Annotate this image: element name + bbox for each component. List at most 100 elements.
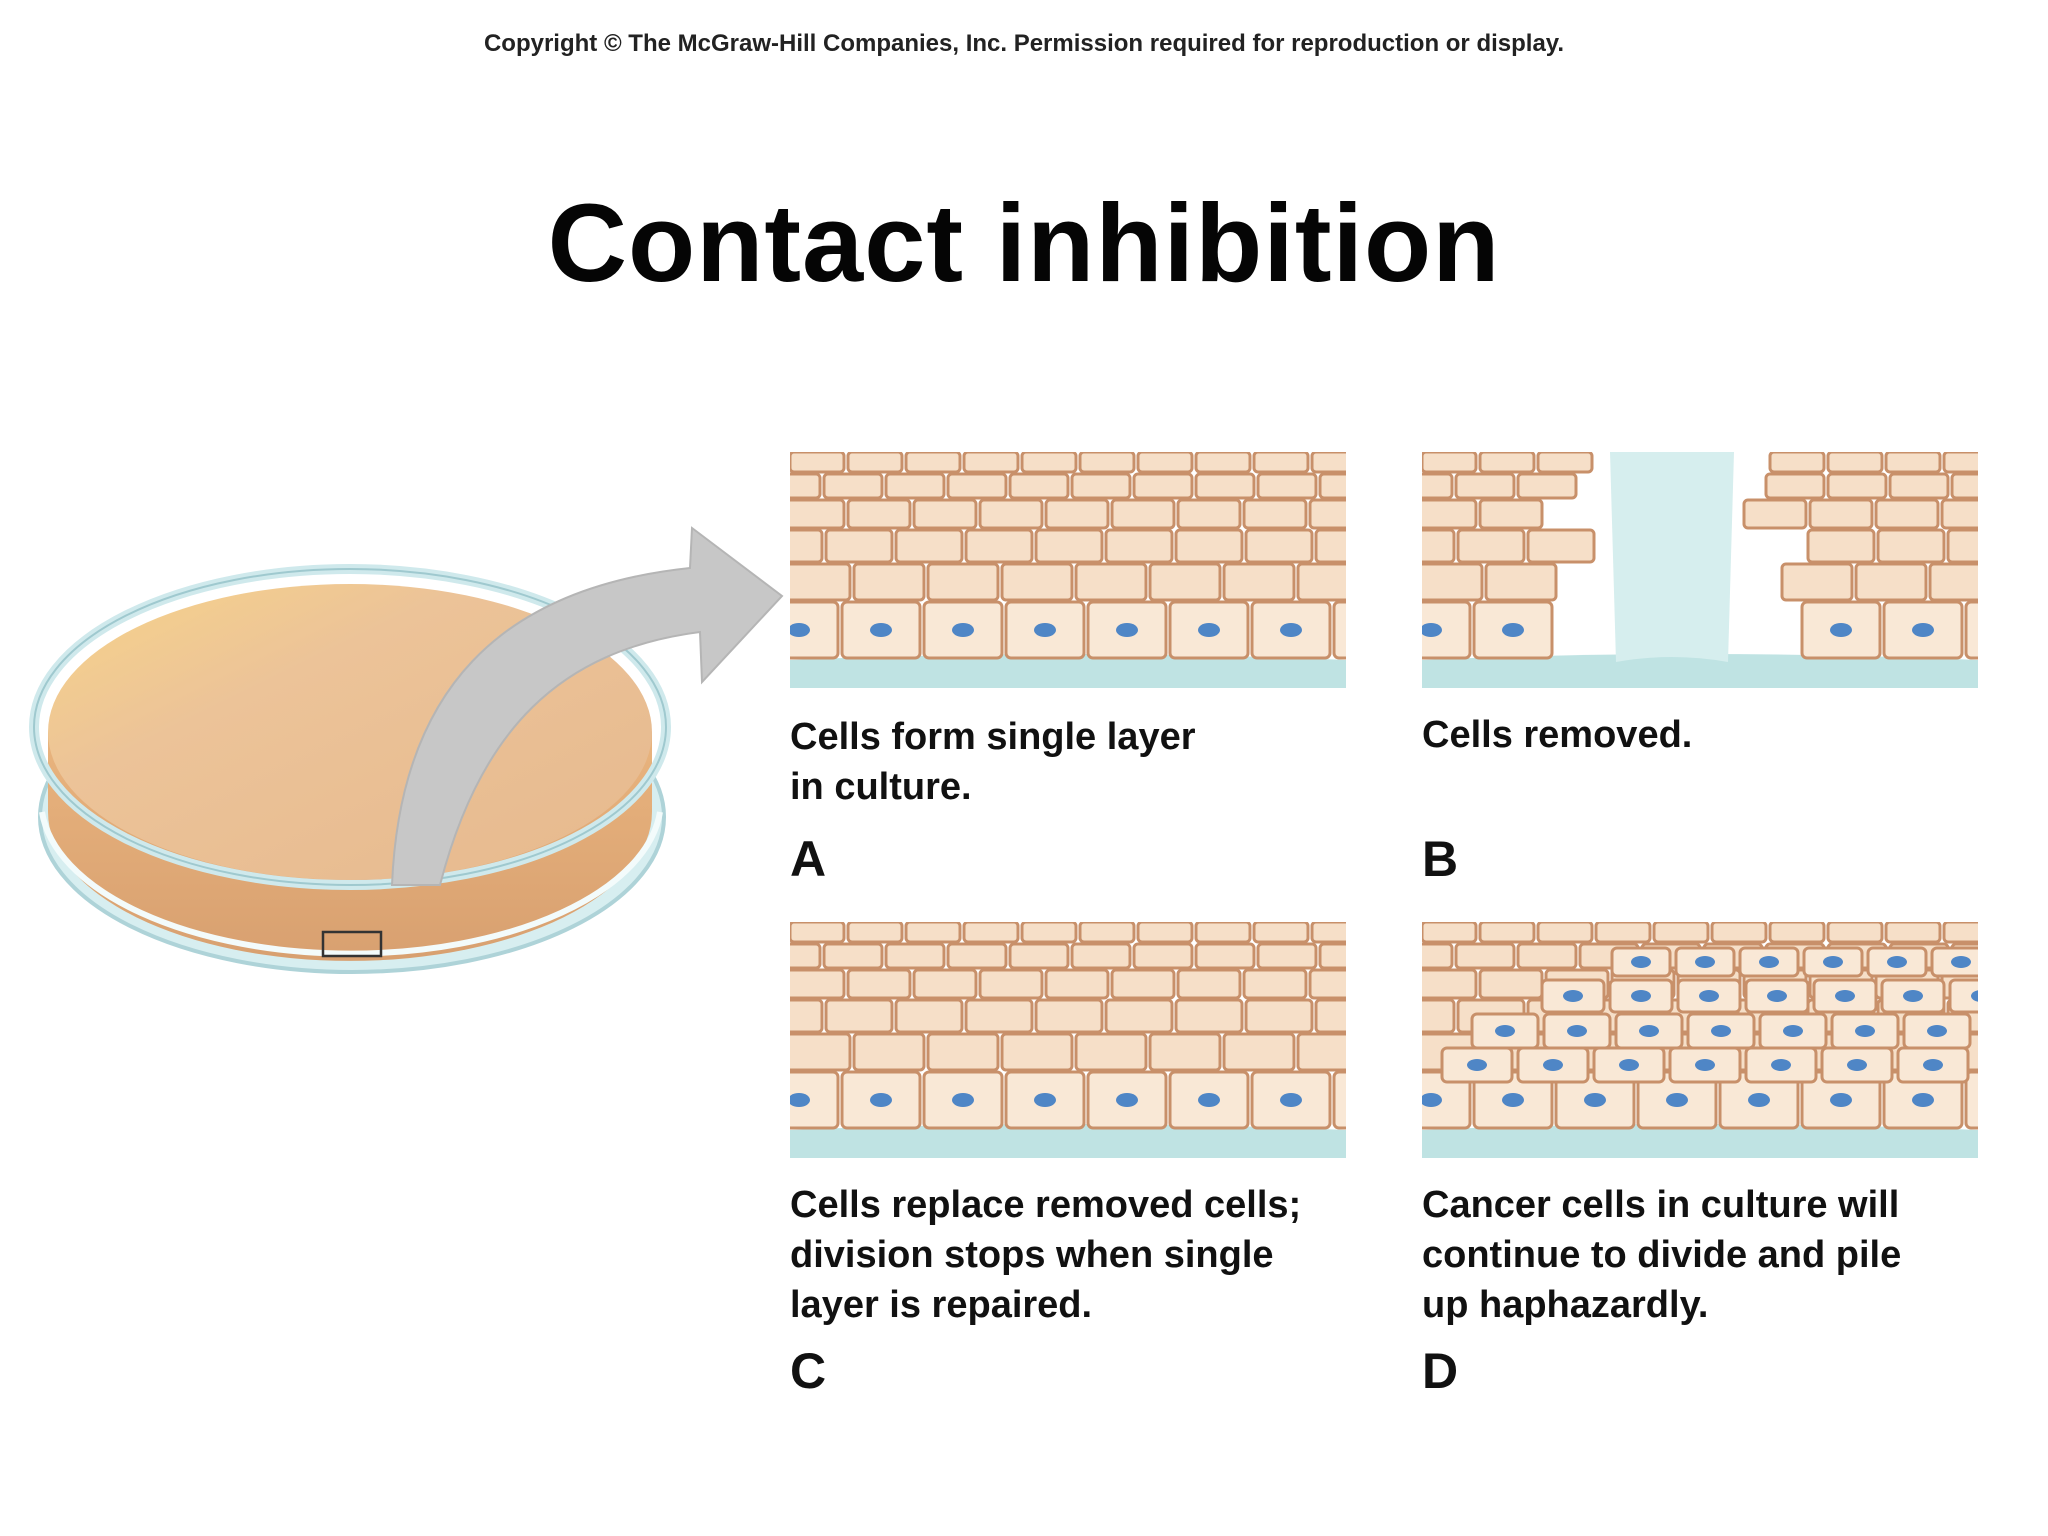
cell xyxy=(1456,474,1514,498)
caption-line: Cells replace removed cells; xyxy=(790,1180,1390,1230)
nucleus xyxy=(1502,1093,1524,1107)
cell xyxy=(1944,922,1978,942)
cell xyxy=(1856,564,1926,600)
cell xyxy=(1422,564,1482,600)
cell xyxy=(1422,452,1476,472)
panel-c-letter: C xyxy=(790,1342,826,1400)
nucleus xyxy=(1034,623,1056,637)
cell xyxy=(1036,1000,1102,1032)
cell xyxy=(1422,500,1476,528)
cell xyxy=(1246,530,1312,562)
caption-line: Cancer cells in culture will xyxy=(1422,1180,2022,1230)
cell xyxy=(906,922,960,942)
cell xyxy=(1808,530,1874,562)
cell xyxy=(1310,500,1346,528)
nucleus xyxy=(1666,1093,1688,1107)
cell xyxy=(906,452,960,472)
cell xyxy=(790,1000,822,1032)
cell xyxy=(1150,1034,1220,1070)
nucleus xyxy=(1823,956,1843,968)
cell xyxy=(1046,970,1108,998)
nucleus xyxy=(1631,956,1651,968)
nucleus xyxy=(1198,1093,1220,1107)
nucleus xyxy=(1543,1059,1563,1071)
nucleus xyxy=(1748,1093,1770,1107)
panel-c-cell-layer xyxy=(790,922,1346,1162)
cell xyxy=(848,922,902,942)
cell xyxy=(854,1034,924,1070)
cell xyxy=(1312,452,1346,472)
cell xyxy=(790,564,850,600)
cell xyxy=(1254,922,1308,942)
cell xyxy=(1422,1000,1454,1032)
cell xyxy=(1138,922,1192,942)
cell xyxy=(1106,530,1172,562)
panel-a-cell-layer xyxy=(790,452,1346,692)
cell xyxy=(1334,1072,1346,1128)
panel-a-caption: Cells form single layer in culture. xyxy=(790,712,1390,812)
cell xyxy=(1134,944,1192,968)
cell xyxy=(1316,530,1346,562)
cell xyxy=(1810,500,1872,528)
nucleus xyxy=(870,1093,892,1107)
cell xyxy=(1744,500,1806,528)
cell xyxy=(1246,1000,1312,1032)
cell xyxy=(964,452,1018,472)
cell xyxy=(1518,474,1576,498)
cell xyxy=(1422,970,1476,998)
cell xyxy=(948,474,1006,498)
cell xyxy=(1150,564,1220,600)
nucleus xyxy=(1567,1025,1587,1037)
nucleus xyxy=(1280,623,1302,637)
cell xyxy=(1828,452,1882,472)
panel-a-letter: A xyxy=(790,830,826,888)
cell xyxy=(1886,922,1940,942)
nucleus xyxy=(1951,956,1971,968)
cell xyxy=(1782,564,1852,600)
nucleus xyxy=(1695,956,1715,968)
nucleus xyxy=(1116,1093,1138,1107)
cell xyxy=(790,1034,850,1070)
cell xyxy=(1334,602,1346,658)
cell xyxy=(1176,530,1242,562)
nucleus xyxy=(1699,990,1719,1002)
cell xyxy=(1480,452,1534,472)
nucleus xyxy=(1631,990,1651,1002)
caption-line: up haphazardly. xyxy=(1422,1280,2022,1330)
cell xyxy=(1076,564,1146,600)
cell xyxy=(980,970,1042,998)
cell xyxy=(826,530,892,562)
cell xyxy=(790,970,844,998)
nucleus xyxy=(1912,1093,1934,1107)
cell xyxy=(1942,500,1978,528)
cell xyxy=(1258,944,1316,968)
cell xyxy=(1828,922,1882,942)
nucleus xyxy=(1584,1093,1606,1107)
cell xyxy=(824,944,882,968)
cell xyxy=(824,474,882,498)
nucleus xyxy=(1923,1059,1943,1071)
nucleus xyxy=(1830,1093,1852,1107)
cell xyxy=(848,452,902,472)
cell xyxy=(1528,530,1594,562)
cleared-gap xyxy=(1610,452,1734,662)
cell xyxy=(1080,922,1134,942)
nucleus xyxy=(1830,623,1852,637)
cell xyxy=(1312,922,1346,942)
cell xyxy=(1298,1034,1346,1070)
cell xyxy=(1002,1034,1072,1070)
cell xyxy=(1010,474,1068,498)
cell xyxy=(1244,500,1306,528)
cell xyxy=(790,474,820,498)
cell xyxy=(1654,922,1708,942)
nucleus xyxy=(1903,990,1923,1002)
cell xyxy=(1828,474,1886,498)
cell xyxy=(1456,944,1514,968)
cell xyxy=(1224,564,1294,600)
nucleus xyxy=(1502,623,1524,637)
cell xyxy=(1112,970,1174,998)
cell xyxy=(848,970,910,998)
nucleus xyxy=(1767,990,1787,1002)
nucleus xyxy=(1467,1059,1487,1071)
caption-line: Cells removed. xyxy=(1422,710,2022,760)
